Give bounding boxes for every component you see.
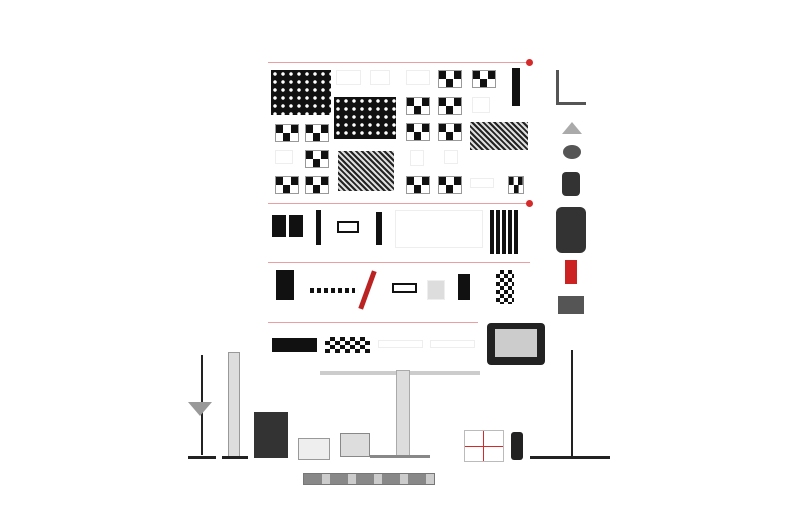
- case: [298, 438, 330, 460]
- target-board: [490, 210, 520, 254]
- target-board: [325, 337, 370, 353]
- target-board: [275, 150, 293, 164]
- tripod-base: [530, 456, 610, 459]
- stand-base: [370, 455, 430, 458]
- target-board: [275, 124, 299, 142]
- target-board: [338, 151, 394, 191]
- target-board: [438, 97, 462, 115]
- target-board: [406, 70, 430, 85]
- target-board: [438, 70, 462, 88]
- target-board: [438, 176, 462, 194]
- section-divider: [268, 203, 530, 204]
- radar-plate: [254, 412, 288, 458]
- target-board: [310, 288, 355, 293]
- target-board: [271, 70, 331, 115]
- target-board: [427, 280, 445, 300]
- box: [558, 296, 584, 314]
- target-board: [305, 124, 329, 142]
- laser-level: [556, 207, 586, 253]
- stand-column: [396, 370, 410, 457]
- target-board: [512, 68, 520, 106]
- target-board: [458, 274, 470, 300]
- calibration-panel: [464, 430, 504, 462]
- target-board: [358, 270, 377, 310]
- target-board: [316, 210, 321, 245]
- target-board: [406, 97, 430, 115]
- radar-box: [562, 172, 580, 196]
- floor-mat: [303, 473, 435, 485]
- target-board: [470, 122, 528, 150]
- target-board: [305, 150, 329, 168]
- reflector: [562, 122, 582, 134]
- target-board: [392, 283, 417, 293]
- section-divider: [268, 62, 530, 63]
- section-marker-icon: [526, 59, 533, 66]
- bracket: [556, 70, 559, 105]
- range-finder: [565, 260, 577, 284]
- section-divider: [268, 322, 478, 323]
- target-board: [430, 340, 475, 348]
- target-board: [378, 340, 423, 348]
- target-board: [470, 178, 494, 188]
- target-board: [305, 176, 329, 194]
- target-board: [370, 70, 390, 85]
- section-marker-icon: [526, 200, 533, 207]
- target-board: [272, 338, 317, 352]
- section-divider: [268, 262, 530, 263]
- target-board: [472, 97, 490, 113]
- tablet: [487, 323, 545, 365]
- target-board: [376, 212, 382, 245]
- target-pole: [228, 352, 240, 458]
- target-board: [496, 270, 514, 304]
- target-board: [334, 97, 396, 139]
- reflector: [188, 402, 212, 416]
- target-board: [472, 70, 496, 88]
- tripod-base: [222, 456, 248, 459]
- target-board: [395, 210, 483, 248]
- target-board: [438, 123, 462, 141]
- radar-box: [511, 432, 523, 460]
- target-board: [276, 270, 294, 300]
- target-board: [275, 176, 299, 194]
- target-board: [508, 176, 524, 194]
- target-board: [406, 123, 430, 141]
- target-board: [289, 215, 303, 237]
- tripod-stand: [571, 350, 573, 456]
- target-board: [272, 215, 286, 237]
- camera: [563, 145, 581, 159]
- target-board: [406, 176, 430, 194]
- mount: [340, 433, 370, 457]
- tripod-base: [188, 456, 216, 459]
- target-board: [410, 150, 424, 166]
- target-board: [337, 221, 359, 233]
- target-board: [336, 70, 361, 85]
- bracket: [556, 102, 586, 105]
- target-board: [444, 150, 458, 164]
